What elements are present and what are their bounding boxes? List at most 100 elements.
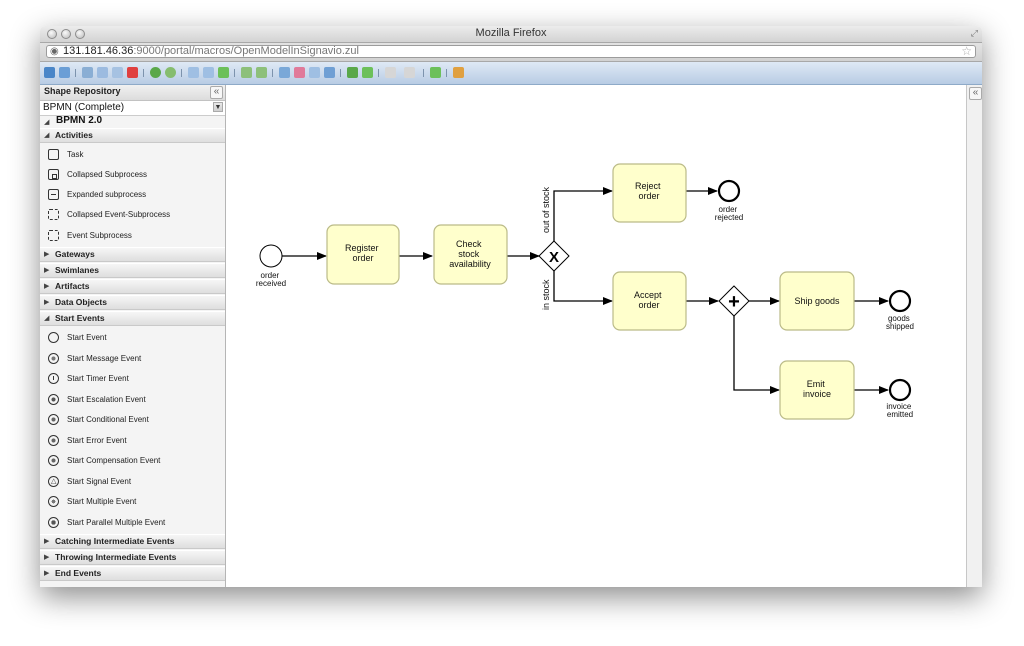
task-reject-order[interactable]	[612, 163, 687, 223]
bookmark-star-icon[interactable]: ☆	[961, 44, 972, 58]
shape-item-start-error-event[interactable]: Start Error Event	[40, 431, 225, 451]
chevron-down-icon[interactable]: ▼	[213, 102, 223, 112]
category-throwing-intermediate-events[interactable]: ▶ Throwing Intermediate Events	[40, 550, 225, 565]
category-label: Gateways	[55, 249, 95, 259]
delete-icon[interactable]	[127, 67, 138, 78]
collapsed-triangle-icon: ▶	[44, 267, 50, 274]
start-event-order-received[interactable]	[259, 244, 283, 268]
site-identity-icon[interactable]: ◉	[50, 46, 59, 57]
collapse-left-icon[interactable]: «	[210, 86, 223, 99]
zoom-fit-icon[interactable]	[309, 67, 320, 78]
end-event-invoice-emitted[interactable]	[888, 378, 912, 402]
multiple-icon	[48, 496, 59, 507]
shape-item-event-subprocess[interactable]: Event Subprocess	[40, 226, 225, 246]
zoom-original-icon[interactable]	[324, 67, 335, 78]
task-ship-goods[interactable]	[779, 271, 855, 331]
shape-item-start-multiple-event[interactable]: Start Multiple Event	[40, 492, 225, 512]
send-back-icon[interactable]	[256, 67, 267, 78]
layout-icon[interactable]	[347, 67, 358, 78]
task-register-order[interactable]	[326, 224, 400, 285]
parallel-gateway-marker: +	[728, 291, 740, 313]
exclusive-gateway-marker: X	[549, 249, 559, 266]
undo-icon[interactable]	[150, 67, 161, 78]
category-activities[interactable]: ◢ Activities	[40, 128, 225, 143]
cut-icon[interactable]	[82, 67, 93, 78]
copy-icon[interactable]	[97, 67, 108, 78]
task-accept-order-label: Accept order	[634, 290, 664, 310]
category-label: Catching Intermediate Events	[55, 536, 175, 546]
end-event-order-rejected[interactable]	[717, 179, 741, 203]
shape-item-start-timer-event[interactable]: Start Timer Event	[40, 369, 225, 389]
shape-item-start-conditional-event[interactable]: Start Conditional Event	[40, 410, 225, 430]
diagram-canvas[interactable]: order received Register order Check stoc…	[226, 85, 966, 587]
tree-root-bpmn[interactable]: ◢ BPMN 2.0	[40, 115, 225, 128]
shape-item-collapsed-subprocess[interactable]: Collapsed Subprocess	[40, 165, 225, 185]
zoom-out-icon[interactable]	[294, 67, 305, 78]
close-window-button[interactable]	[47, 29, 57, 39]
save-icon[interactable]	[44, 67, 55, 78]
flow-in-stock[interactable]	[553, 271, 613, 305]
paste-icon[interactable]	[112, 67, 123, 78]
task-ship-goods-label: Ship goods	[794, 296, 840, 306]
shape-repository: Shape Repository « BPMN (Complete) ▼ ◢ B…	[40, 85, 226, 587]
task-check-stock[interactable]	[433, 224, 508, 285]
task-accept-order[interactable]	[612, 271, 687, 331]
minimize-window-button[interactable]	[61, 29, 71, 39]
parallel-multiple-icon	[48, 517, 59, 528]
shape-item-start-event[interactable]: Start Event	[40, 328, 225, 348]
shape-item-start-signal-event[interactable]: △ Start Signal Event	[40, 472, 225, 492]
category-start-events[interactable]: ◢ Start Events	[40, 311, 225, 326]
align-left-icon[interactable]	[188, 67, 199, 78]
shape-item-expanded-subprocess[interactable]: Expanded subprocess	[40, 185, 225, 205]
category-artifacts[interactable]: ▶ Artifacts	[40, 279, 225, 294]
task-reject-order-label: Reject order	[635, 181, 663, 201]
task-emit-invoice[interactable]	[779, 360, 855, 420]
collapsed-triangle-icon: ▶	[44, 554, 50, 561]
end-event-goods-shipped[interactable]	[888, 289, 912, 313]
fullscreen-icon[interactable]: ⤢	[970, 28, 978, 38]
shape-item-label: Expanded subprocess	[67, 190, 147, 199]
bring-front-icon[interactable]	[241, 67, 252, 78]
url-field[interactable]: ◉ 131.181.46.36:9000/portal/macros/OpenM…	[46, 44, 976, 58]
zoom-window-button[interactable]	[75, 29, 85, 39]
exclusive-gateway[interactable]	[538, 240, 570, 272]
shape-item-label: Start Event	[67, 333, 107, 342]
shape-item-start-parallel-multiple-event[interactable]: Start Parallel Multiple Event	[40, 513, 225, 533]
category-swimlanes[interactable]: ▶ Swimlanes	[40, 263, 225, 278]
category-data-objects[interactable]: ▶ Data Objects	[40, 295, 225, 310]
shape-item-collapsed-event-subprocess[interactable]: Collapsed Event-Subprocess	[40, 205, 225, 225]
flow-out-of-stock[interactable]	[553, 187, 613, 241]
parallel-gateway[interactable]	[718, 285, 750, 317]
export-icon[interactable]	[385, 67, 396, 78]
group-icon[interactable]	[218, 67, 229, 78]
expand-right-panel-icon[interactable]: «	[969, 87, 982, 100]
category-gateways[interactable]: ▶ Gateways	[40, 247, 225, 262]
align-center-icon[interactable]	[203, 67, 214, 78]
end-event-rejected-label: order rejected	[715, 205, 743, 222]
import-icon[interactable]	[404, 67, 415, 78]
category-catching-intermediate-events[interactable]: ▶ Catching Intermediate Events	[40, 534, 225, 549]
shape-item-label: Start Error Event	[67, 436, 127, 445]
envelope-icon	[48, 353, 59, 364]
shape-item-label: Start Timer Event	[67, 374, 129, 383]
shape-item-label: Collapsed Subprocess	[67, 170, 148, 179]
redo-icon[interactable]	[165, 67, 176, 78]
category-end-events[interactable]: ▶ End Events	[40, 566, 225, 581]
arrange-icon[interactable]	[362, 67, 373, 78]
validate-icon[interactable]	[430, 67, 441, 78]
conditional-icon	[48, 414, 59, 425]
shape-item-label: Start Conditional Event	[67, 415, 149, 424]
flow-and-to-invoice[interactable]	[733, 316, 780, 394]
shape-item-label: Task	[67, 150, 84, 159]
url-text: 131.181.46.36:9000/portal/macros/OpenMod…	[63, 45, 359, 57]
save-as-icon[interactable]	[59, 67, 70, 78]
simulate-icon[interactable]	[453, 67, 464, 78]
shape-item-start-message-event[interactable]: Start Message Event	[40, 349, 225, 369]
shape-item-start-compensation-event[interactable]: Start Compensation Event	[40, 451, 225, 471]
shape-item-label: Start Signal Event	[67, 477, 132, 486]
stencil-set-select[interactable]: BPMN (Complete) ▼	[40, 101, 225, 116]
shape-item-task[interactable]: Task	[40, 145, 225, 165]
escalation-icon	[48, 394, 59, 405]
shape-item-start-escalation-event[interactable]: Start Escalation Event	[40, 390, 225, 410]
zoom-in-icon[interactable]	[279, 67, 290, 78]
